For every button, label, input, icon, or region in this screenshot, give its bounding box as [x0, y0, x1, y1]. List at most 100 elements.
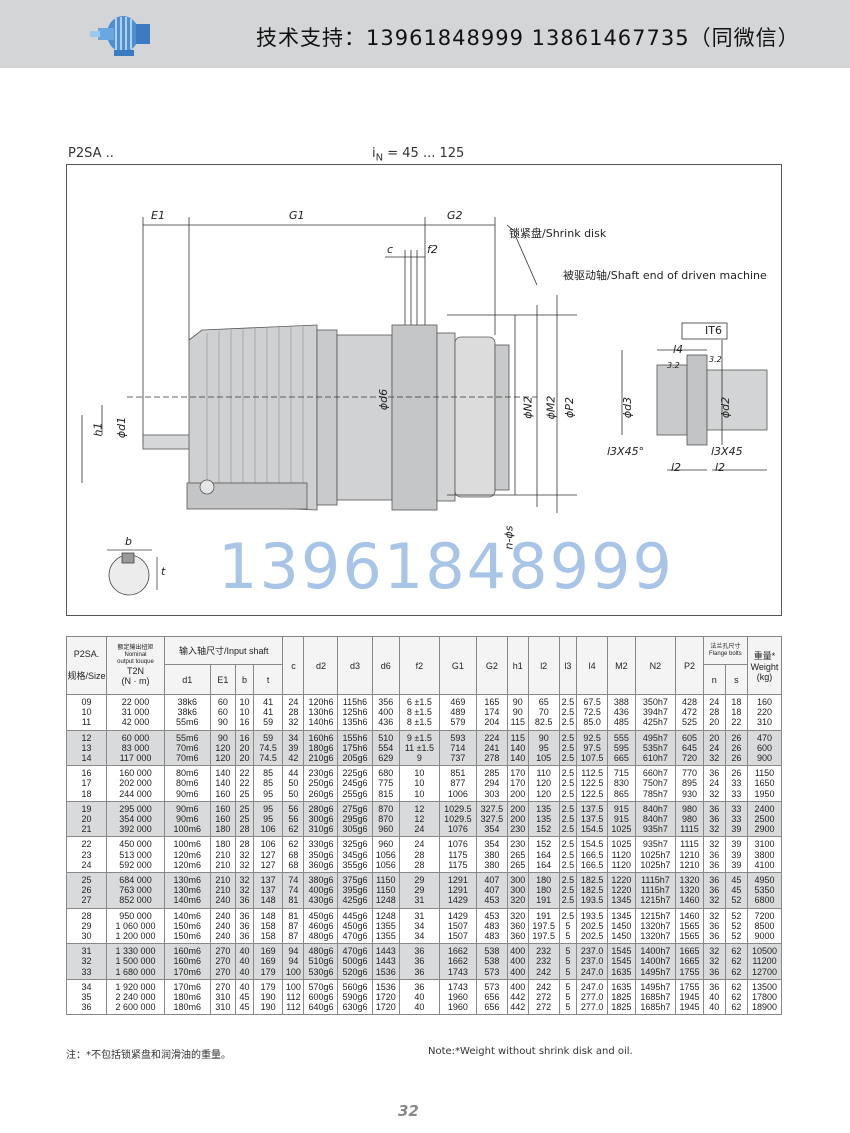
table-cell-l3: 2.5 5 5 — [558, 907, 578, 945]
table-cell-c: 24 28 32 — [282, 694, 305, 731]
table-cell-N2: 1115h7 1115h7 1215h7 — [634, 872, 677, 909]
table-cell-d2: 230g6 250g6 260g6 — [303, 765, 339, 802]
col-flange: 法兰孔尺寸 Flange bolts — [702, 636, 749, 665]
table-cell-l4: 112.5 122.5 122.5 — [576, 765, 609, 802]
col-l2: l2 — [527, 636, 560, 695]
dim-t: t — [161, 565, 166, 578]
table-cell-d3: 115h6 125h6 135h6 — [337, 694, 373, 731]
table-cell-d1: 90m6 90m6 100m6 — [164, 800, 211, 838]
table-cell-d1: 140m6 150m6 150m6 — [164, 907, 211, 945]
table-cell-M2: 1220 1220 1345 — [607, 872, 636, 909]
table-cell-size: 19 20 21 — [66, 800, 107, 838]
roughness-1: 3.2 — [667, 361, 680, 370]
table-cell-t: 106 127 127 — [252, 836, 284, 874]
table-cell-size: 28 29 30 — [66, 907, 107, 945]
table-cell-G1: 1076 1175 1175 — [438, 836, 478, 874]
table-cell-G1: 469 489 579 — [438, 694, 478, 731]
table-cell-G2: 453 483 483 — [476, 907, 508, 945]
table-cell-l3: 2.5 2.5 2.5 — [558, 765, 578, 802]
table-cell-d3: 225g6 245g6 255g6 — [337, 765, 373, 802]
table-cell-l3: 2.5 2.5 2.5 — [558, 800, 578, 838]
table-cell-G1: 851 877 1006 — [438, 765, 478, 802]
col-M2: M2 — [607, 636, 636, 695]
tolerance-IT6: IT6 — [705, 324, 722, 337]
table-cell-E1: 140 140 160 — [209, 765, 237, 802]
col-d2: d2 — [303, 636, 339, 695]
table-cell-G1: 593 714 737 — [438, 729, 478, 767]
col-torque: 额定输出扭矩 Nominal output touque T2N (N · m) — [106, 636, 165, 695]
table-cell-n: 36 24 32 — [702, 765, 726, 802]
table-cell-l2: 90 95 105 — [527, 729, 560, 767]
col-N2: N2 — [634, 636, 677, 695]
table-cell-d1: 55m6 70m6 70m6 — [164, 729, 211, 767]
table-cell-N2: 495h7 535h7 610h7 — [634, 729, 677, 767]
table-cell-b: 10 10 16 — [235, 694, 254, 731]
table-cell-d3: 560g6 590g6 630g6 — [337, 978, 373, 1016]
table-cell-G2: 538 538 573 — [476, 943, 508, 980]
dim-G1: G1 — [289, 209, 305, 222]
table-cell-P2: 1460 1565 1565 — [675, 907, 704, 945]
table-cell-t: 179 190 190 — [252, 978, 284, 1016]
table-cell-s: 18 18 22 — [724, 694, 749, 731]
col-G2: G2 — [476, 636, 508, 695]
table-cell-G1: 1662 1662 1743 — [438, 943, 478, 980]
table-cell-G1: 1291 1291 1429 — [438, 872, 478, 909]
col-t: t — [252, 664, 284, 695]
table-cell-G2: 407 407 453 — [476, 872, 508, 909]
table-cell-h1: 400 442 442 — [506, 978, 529, 1016]
table-cell-E1: 270 270 270 — [209, 943, 237, 980]
col-E1: E1 — [209, 664, 237, 695]
table-cell-c: 44 50 50 — [282, 765, 305, 802]
table-cell-b: 22 22 25 — [235, 765, 254, 802]
table-cell-l4: 154.5 166.5 166.5 — [576, 836, 609, 874]
table-cell-l3: 2.5 2.5 2.5 — [558, 694, 578, 731]
dim-b: b — [125, 535, 132, 548]
table-cell-t: 148 158 158 — [252, 907, 284, 945]
table-cell-l2: 135 135 152 — [527, 800, 560, 838]
table-cell-E1: 160 160 180 — [209, 800, 237, 838]
table-cell-E1: 240 240 240 — [209, 907, 237, 945]
table-cell-c: 81 87 87 — [282, 907, 305, 945]
table-cell-P2: 770 895 930 — [675, 765, 704, 802]
table-cell-n: 36 40 40 — [702, 978, 726, 1016]
table-cell-d6: 680 775 815 — [371, 765, 401, 802]
table-cell-t: 137 137 148 — [252, 872, 284, 909]
table-cell-f2: 31 34 34 — [399, 907, 440, 945]
dimension-drawing: E1 G1 G2 c f2 锁紧盘/Shrink disk 被驱动轴/Shaft… — [66, 164, 782, 616]
col-input-shaft: 输入轴尺寸/Input shaft — [163, 636, 284, 665]
table-cell-d6: 510 554 629 — [371, 729, 401, 767]
table-cell-l2: 110 120 120 — [527, 765, 560, 802]
table-cell-b: 36 36 36 — [235, 907, 254, 945]
table-cell-d1: 80m6 80m6 90m6 — [164, 765, 211, 802]
table-cell-T2N: 950 000 1 060 000 1 200 000 — [106, 907, 165, 945]
table-cell-size: 25 26 27 — [66, 872, 107, 909]
table-cell-n: 32 36 36 — [702, 907, 726, 945]
table-cell-G2: 165 174 204 — [476, 694, 508, 731]
table-cell-w: 160 220 310 — [747, 694, 782, 731]
table-cell-d2: 330g6 350g6 360g6 — [303, 836, 339, 874]
table-cell-P2: 980 980 1115 — [675, 800, 704, 838]
table-cell-T2N: 22 000 31 000 42 000 — [106, 694, 165, 731]
col-c: c — [282, 636, 305, 695]
table-cell-d2: 450g6 460g6 480g6 — [303, 907, 339, 945]
table-cell-n: 36 36 32 — [702, 800, 726, 838]
col-l4: l4 — [576, 636, 609, 695]
table-cell-l3: 2.5 2.5 2.5 — [558, 836, 578, 874]
table-cell-size: 12 13 14 — [66, 729, 107, 767]
table-cell-w: 3100 3800 4100 — [747, 836, 782, 874]
table-cell-size: 31 32 33 — [66, 943, 107, 980]
table-cell-E1: 270 310 310 — [209, 978, 237, 1016]
dim-N2: ϕN2 — [521, 396, 535, 419]
table-cell-c: 62 68 68 — [282, 836, 305, 874]
table-cell-P2: 1115 1210 1210 — [675, 836, 704, 874]
table-cell-M2: 1345 1450 1450 — [607, 907, 636, 945]
table-cell-t: 85 85 95 — [252, 765, 284, 802]
table-cell-h1: 230 265 265 — [506, 836, 529, 874]
table-cell-b: 25 25 28 — [235, 800, 254, 838]
table-cell-c: 34 39 42 — [282, 729, 305, 767]
table-cell-d3: 155h6 175h6 205g6 — [337, 729, 373, 767]
table-cell-E1: 90 120 120 — [209, 729, 237, 767]
table-cell-T2N: 160 000 202 000 244 000 — [106, 765, 165, 802]
